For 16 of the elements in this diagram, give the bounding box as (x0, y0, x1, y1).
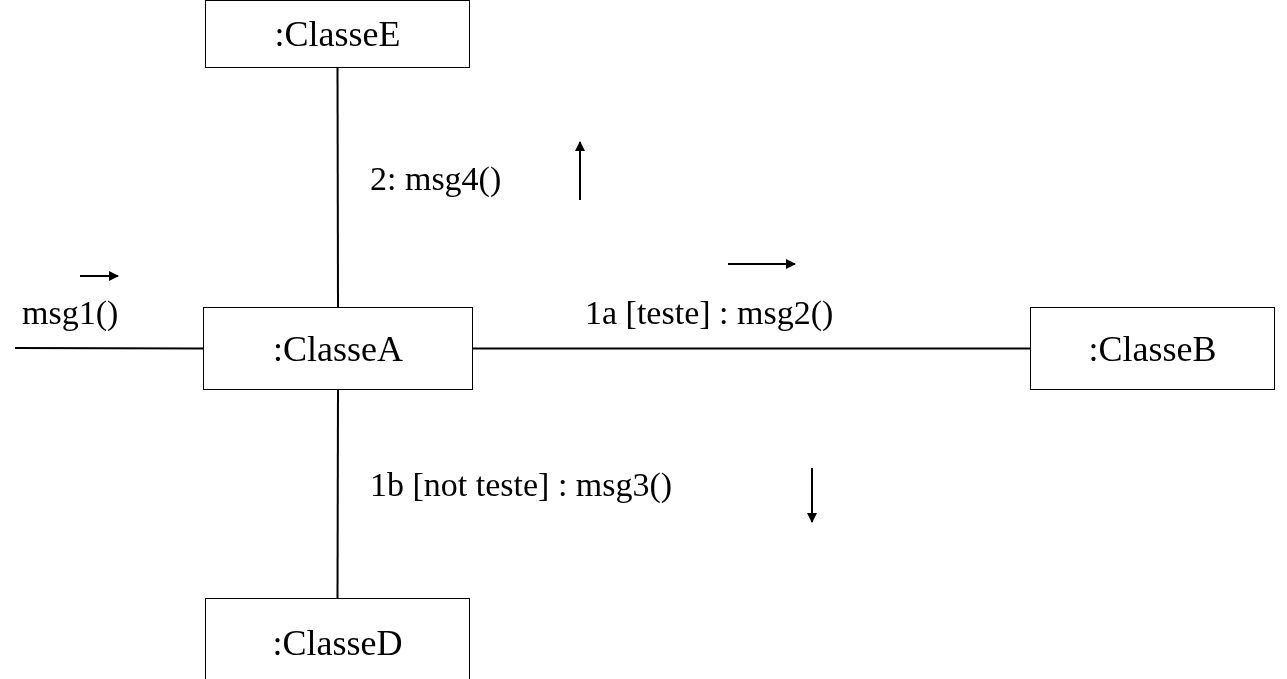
link-line (472, 347, 1031, 350)
link-line (336, 389, 339, 599)
object-name: :ClasseD (272, 622, 403, 664)
message-label: 2: msg4() (370, 162, 502, 196)
message-label: msg1() (22, 296, 119, 330)
object-name: :ClasseE (274, 13, 401, 55)
object-box (203, 307, 473, 390)
object-box (1030, 307, 1275, 390)
object-name: :ClasseA (273, 327, 403, 370)
link-line (14, 347, 204, 350)
message-label: 1a [teste] : msg2() (585, 296, 834, 330)
object-name: :ClasseB (1088, 327, 1217, 370)
object-box (205, 0, 470, 68)
message-label: 1b [not teste] : msg3() (370, 468, 673, 502)
link-line (336, 67, 339, 308)
object-box (205, 598, 470, 679)
